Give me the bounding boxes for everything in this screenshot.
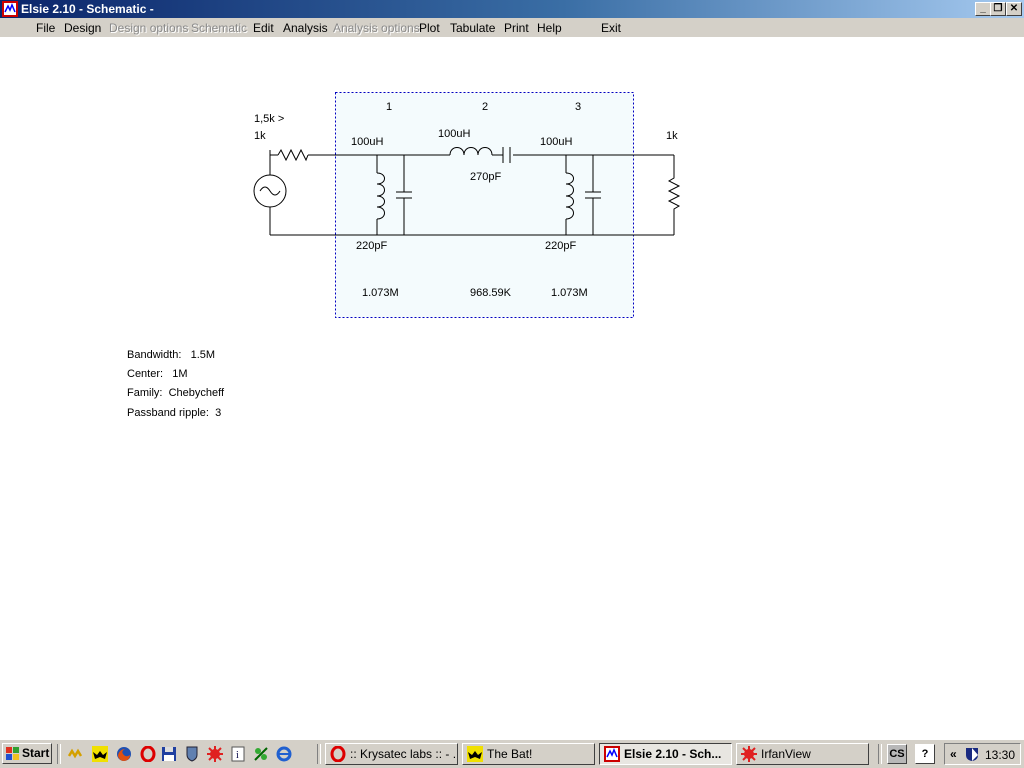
param-value: Chebycheff [168,387,225,399]
bat-icon [467,746,483,762]
section3-inductor-label[interactable]: 100uH [540,136,572,148]
section3-number: 3 [575,101,581,113]
source-resistance-label: 1k [254,130,266,142]
source-impedance-label: 1,5k > [254,113,284,125]
system-tray: « 13:30 [944,743,1021,765]
section1-inductor-symbol [376,172,385,220]
menu-analysis-options[interactable]: Analysis options [333,21,420,35]
load-resistance-label: 1k [666,130,678,142]
section2-capacitor-label[interactable]: 270pF [470,171,501,183]
menu-schematic[interactable]: Schematic [191,21,248,35]
info-icon[interactable]: i [230,746,246,762]
bat-icon[interactable] [92,746,108,762]
ac-source-symbol [253,174,287,208]
task-label: :: Krysatec labs :: - ... [350,747,458,761]
task-elsie[interactable]: Elsie 2.10 - Sch... [599,743,732,765]
menu-plot[interactable]: Plot [419,21,440,35]
shield-icon[interactable] [184,746,200,762]
start-label: Start [22,746,50,760]
shield-tray-icon[interactable] [964,746,980,762]
tray-expand-arrow-icon[interactable]: « [950,747,957,761]
section3-inductor-symbol [565,172,574,220]
section1-number: 1 [386,101,392,113]
ie-icon[interactable] [276,746,292,762]
menu-design-options[interactable]: Design options [109,21,189,35]
satellite-icon[interactable] [253,746,269,762]
center-param: Center: 1M [127,368,188,380]
bandwidth-param: Bandwidth: 1.5M [127,349,215,361]
task-irfanview[interactable]: IrfanView [736,743,869,765]
section2-inductor-symbol [449,147,493,156]
floppy-icon[interactable] [161,746,177,762]
top-wire [269,150,674,156]
title-bar[interactable]: Elsie 2.10 - Schematic - _ ❐ ✕ [0,0,1024,18]
section1-frequency: 1.073M [362,287,399,299]
param-value: 1.5M [190,349,216,361]
winamp-icon[interactable] [68,746,84,762]
menu-print[interactable]: Print [504,21,529,35]
section2-capacitor-symbol [502,147,511,163]
menu-tabulate[interactable]: Tabulate [450,21,496,35]
source-resistor-symbol [277,148,309,162]
help-question-icon[interactable]: ? [915,744,935,764]
menu-bar: File Design Design options Schematic Edi… [0,18,1024,37]
task-label: Elsie 2.10 - Sch... [624,747,722,761]
elsie-app-icon[interactable] [2,1,18,17]
taskbar: Start i :: Krysatec labs :: - ... The Ba… [0,739,1024,768]
start-button[interactable]: Start [2,743,52,764]
window-title: Elsie 2.10 - Schematic - [21,2,154,16]
section3-capacitor-label[interactable]: 220pF [545,240,576,252]
schematic-canvas[interactable]: 1,5k > 1k 1k 1 2 3 100uH 100uH 100uH 270… [0,37,1024,337]
family-param: Family: Chebycheff [127,387,224,399]
restore-button[interactable]: ❐ [990,2,1006,16]
irfanview-icon[interactable] [207,746,223,762]
opera-icon[interactable] [140,746,156,762]
section2-frequency: 968.59K [470,287,512,299]
param-label: Center: [127,368,164,380]
param-label: Bandwidth: [127,349,182,361]
menu-exit[interactable]: Exit [601,21,622,35]
irfanview-icon [741,746,757,762]
task-krysatec[interactable]: :: Krysatec labs :: - ... [325,743,458,765]
close-button[interactable]: ✕ [1006,2,1022,16]
menu-design[interactable]: Design [64,21,102,35]
menu-file[interactable]: File [36,21,56,35]
taskbar-separator [878,744,882,764]
taskbar-separator [317,744,321,764]
passband-ripple-param: Passband ripple: 3 [127,407,221,419]
menu-help[interactable]: Help [537,21,562,35]
section1-capacitor-symbol [396,155,412,235]
svg-text:i: i [236,750,239,761]
windows-flag-icon [6,747,19,760]
opera-icon [330,746,346,762]
taskbar-separator [57,744,61,764]
menu-edit[interactable]: Edit [253,21,274,35]
clock[interactable]: 13:30 [984,748,1015,762]
param-value: 1M [172,368,188,380]
elsie-icon [604,746,620,762]
section3-frequency: 1.073M [551,287,588,299]
firefox-icon[interactable] [116,746,132,762]
section1-inductor-label[interactable]: 100uH [351,136,383,148]
param-value: 3 [215,407,222,419]
section2-number: 2 [482,101,488,113]
section3-capacitor-symbol [585,155,601,235]
param-label: Family: [127,387,163,399]
minimize-button[interactable]: _ [975,2,991,16]
task-the-bat[interactable]: The Bat! [462,743,595,765]
param-label: Passband ripple: [127,407,209,419]
section1-capacitor-label[interactable]: 220pF [356,240,387,252]
task-label: IrfanView [761,747,811,761]
filter-selection-box[interactable] [335,92,634,318]
load-resistor-symbol [667,155,681,235]
task-label: The Bat! [487,747,533,761]
menu-analysis[interactable]: Analysis [283,21,328,35]
language-indicator[interactable]: CS [887,744,907,764]
section2-inductor-label[interactable]: 100uH [438,128,470,140]
